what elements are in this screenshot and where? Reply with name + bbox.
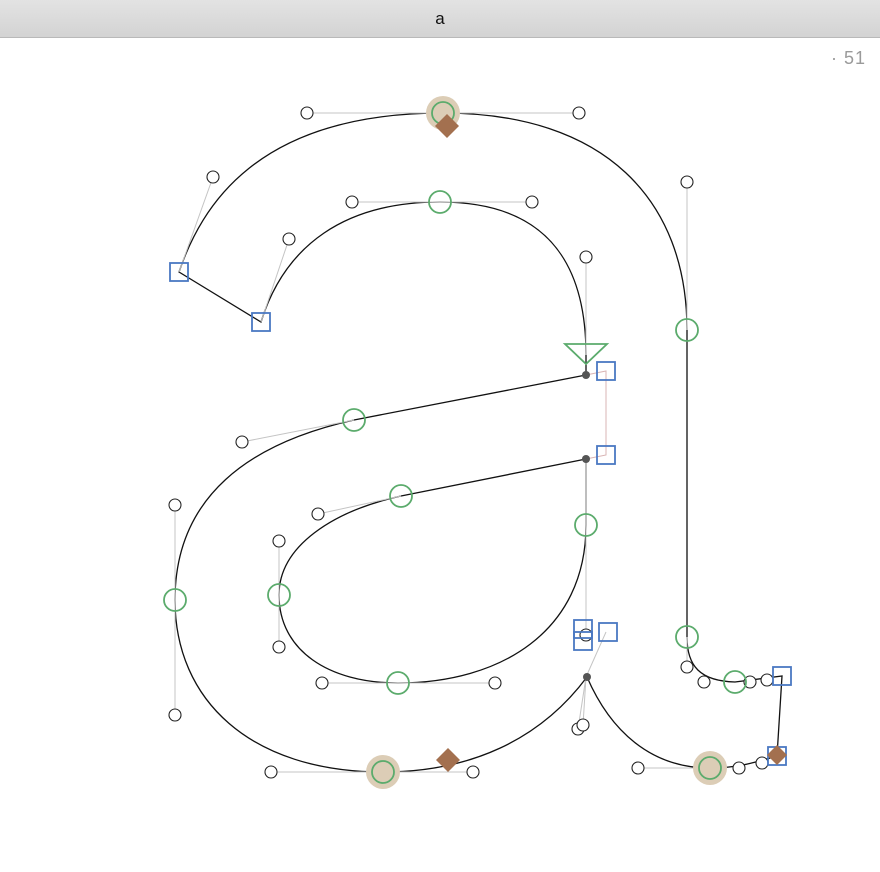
brown-diamond-icon bbox=[436, 748, 460, 772]
green-circle-icon bbox=[342, 408, 366, 432]
black-circle-icon bbox=[272, 534, 286, 548]
black-circle-icon bbox=[579, 628, 593, 642]
black-circle-icon bbox=[272, 640, 286, 654]
black-circle-icon bbox=[315, 676, 329, 690]
black-circle-icon bbox=[760, 673, 774, 687]
black-circle-icon bbox=[697, 675, 711, 689]
green-circle-icon bbox=[163, 588, 187, 612]
green-circle-icon bbox=[675, 318, 699, 342]
black-circle-icon bbox=[168, 708, 182, 722]
black-circle-icon bbox=[755, 756, 769, 770]
black-circle-icon bbox=[572, 106, 586, 120]
green-circle-icon bbox=[267, 583, 291, 607]
brown-diamond-icon bbox=[435, 114, 459, 138]
anchors[interactable] bbox=[435, 114, 787, 772]
glyph-index-label: · 51 bbox=[830, 48, 866, 68]
tangent-nodes[interactable] bbox=[582, 371, 591, 681]
green-circle-icon bbox=[698, 756, 722, 780]
blue-square-icon bbox=[598, 622, 618, 642]
blue-square-icon bbox=[169, 262, 189, 282]
window-title: a bbox=[435, 9, 445, 28]
selection-halos bbox=[366, 96, 727, 789]
gray-dot-icon bbox=[582, 455, 590, 463]
black-circle-icon bbox=[680, 660, 694, 674]
black-circle-icon bbox=[732, 761, 746, 775]
smooth-nodes[interactable] bbox=[163, 101, 747, 784]
green-circle-icon bbox=[723, 670, 747, 694]
black-circle-icon bbox=[743, 675, 757, 689]
black-circle-icon bbox=[576, 718, 590, 732]
black-circle-icon bbox=[235, 435, 249, 449]
window-titlebar: a bbox=[0, 0, 880, 38]
offcurve-points[interactable] bbox=[168, 106, 774, 779]
black-circle-icon bbox=[631, 761, 645, 775]
green-circle-icon bbox=[386, 671, 410, 695]
green-circle-icon bbox=[675, 625, 699, 649]
connector-lines bbox=[585, 370, 607, 460]
outer-contour[interactable] bbox=[174, 112, 783, 773]
gray-dot-icon bbox=[583, 673, 591, 681]
inner-contour[interactable] bbox=[278, 458, 587, 684]
brown-diamond-icon bbox=[767, 745, 787, 765]
green-triangle-icon[interactable] bbox=[562, 343, 610, 366]
corner-nodes[interactable] bbox=[169, 262, 792, 766]
black-circle-icon bbox=[264, 765, 278, 779]
black-circle-icon bbox=[579, 250, 593, 264]
black-circle-icon bbox=[282, 232, 296, 246]
blue-square-icon bbox=[596, 445, 616, 465]
blue-square-icon bbox=[596, 361, 616, 381]
black-circle-icon bbox=[525, 195, 539, 209]
blue-square-icon bbox=[251, 312, 271, 332]
black-circle-icon bbox=[488, 676, 502, 690]
green-circle-icon bbox=[389, 484, 413, 508]
black-circle-icon bbox=[345, 195, 359, 209]
green-circle-icon bbox=[371, 760, 395, 784]
green-circle-icon bbox=[574, 513, 598, 537]
black-circle-icon bbox=[168, 498, 182, 512]
handle-lines bbox=[174, 112, 710, 773]
black-circle-icon bbox=[466, 765, 480, 779]
black-circle-icon bbox=[206, 170, 220, 184]
blue-square-icon bbox=[573, 631, 593, 651]
black-circle-icon bbox=[311, 507, 325, 521]
green-circle-icon bbox=[428, 190, 452, 214]
black-circle-icon bbox=[300, 106, 314, 120]
gray-dot-icon bbox=[582, 371, 590, 379]
black-circle-icon bbox=[680, 175, 694, 189]
blue-square-icon bbox=[772, 666, 792, 686]
blue-square-icon bbox=[573, 619, 593, 639]
